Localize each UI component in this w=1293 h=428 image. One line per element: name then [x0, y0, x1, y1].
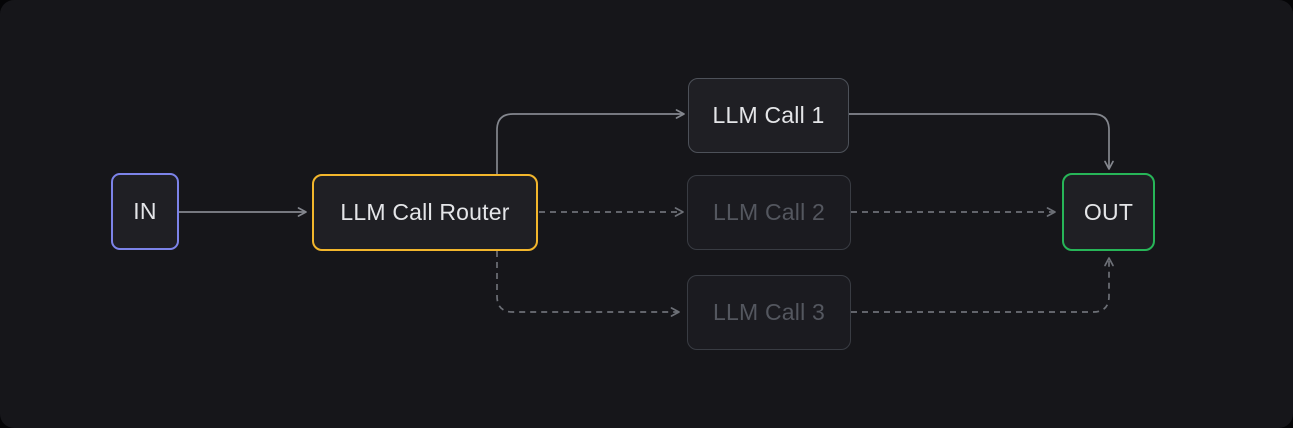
node-llm-call-3-label: LLM Call 3	[713, 299, 825, 325]
node-llm-call-2-label: LLM Call 2	[713, 199, 825, 225]
node-out-label: OUT	[1083, 198, 1134, 225]
node-llm-call-3[interactable]: LLM Call 3	[687, 275, 851, 350]
edge-router-to-call3	[496, 251, 680, 317]
node-llm-call-router[interactable]: LLM Call Router	[312, 174, 538, 251]
node-llm-call-2[interactable]: LLM Call 2	[687, 175, 851, 250]
node-in-label: IN	[133, 198, 157, 224]
edge-call1-to-out	[849, 113, 1114, 170]
node-llm-call-1[interactable]: LLM Call 1	[688, 78, 849, 153]
node-in[interactable]: IN	[111, 173, 179, 250]
edge-call3-to-out	[851, 257, 1114, 313]
node-llm-call-router-label: LLM Call Router	[340, 199, 510, 225]
node-out[interactable]: OUT	[1062, 173, 1155, 251]
node-llm-call-1-label: LLM Call 1	[712, 102, 825, 128]
edge-router-to-call1	[496, 109, 685, 174]
